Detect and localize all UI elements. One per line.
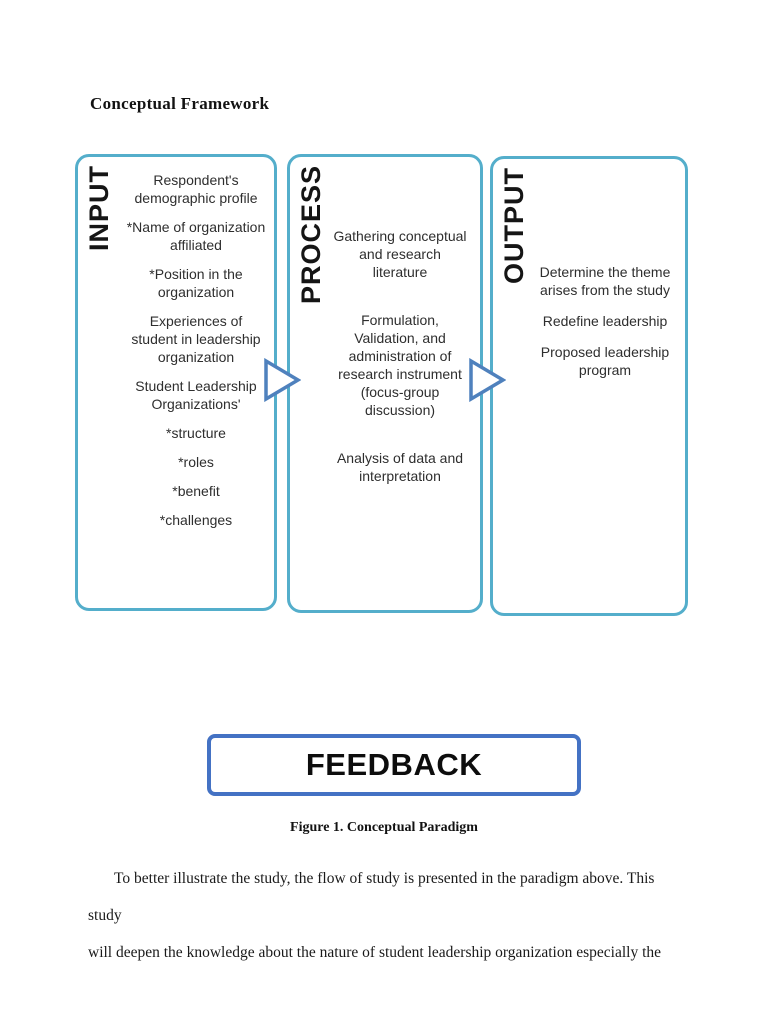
output-box-label: OUTPUT <box>499 167 529 284</box>
output-item: Determine the theme arises from the stud… <box>539 264 671 298</box>
input-item: *structure <box>166 425 226 441</box>
input-item: Experiences of student in leadership org… <box>131 313 261 365</box>
input-item: *Name of organization affiliated <box>126 219 266 253</box>
output-box-content: Determine the theme arises from the stud… <box>535 263 675 392</box>
paragraph-line-2: will deepen the knowledge about the natu… <box>88 944 662 961</box>
process-item: Gathering conceptual and research litera… <box>333 228 467 280</box>
process-box: PROCESS Gathering conceptual and researc… <box>287 154 483 613</box>
input-item: *benefit <box>172 483 220 499</box>
output-box: OUTPUT Determine the theme arises from t… <box>490 156 688 616</box>
input-item: Student Leadership Organizations' <box>135 378 257 412</box>
input-item: *roles <box>178 454 214 470</box>
arrow-process-to-output-icon <box>469 358 506 402</box>
input-box: INPUT Respondent's demographic profile *… <box>75 154 277 611</box>
process-item: Analysis of data and interpretation <box>336 450 464 484</box>
input-item: *Position in the organization <box>149 266 243 300</box>
feedback-box: FEEDBACK <box>207 734 581 796</box>
output-item: Proposed leadership program <box>540 344 670 378</box>
body-paragraph: To better illustrate the study, the flow… <box>88 860 688 971</box>
output-item: Redefine leadership <box>542 313 668 329</box>
arrow-input-to-process-icon <box>264 358 301 402</box>
process-box-content: Gathering conceptual and research litera… <box>330 227 470 515</box>
process-item: Formulation, Validation, and administrat… <box>338 312 462 418</box>
paragraph-line-1: To better illustrate the study, the flow… <box>88 870 655 924</box>
input-box-content: Respondent's demographic profile *Name o… <box>126 171 266 540</box>
input-item: *challenges <box>159 512 233 528</box>
page-title: Conceptual Framework <box>90 94 270 113</box>
feedback-label: FEEDBACK <box>305 747 483 782</box>
figure-caption: Figure 1. Conceptual Paradigm <box>290 820 478 835</box>
input-item: Respondent's demographic profile <box>134 172 258 206</box>
process-box-label: PROCESS <box>296 165 326 305</box>
input-box-label: INPUT <box>84 165 114 251</box>
